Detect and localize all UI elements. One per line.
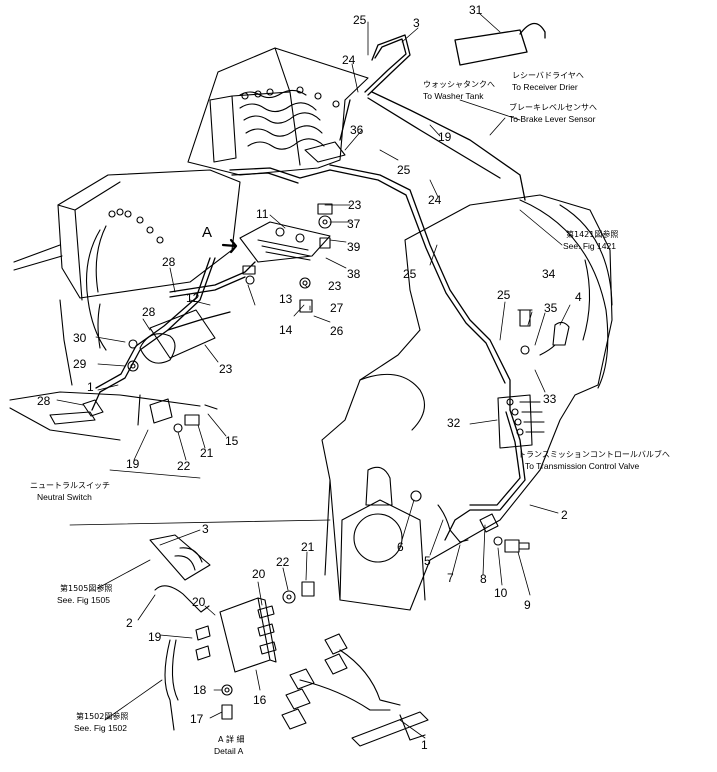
note-fig1505-en: See. Fig 1505 (57, 595, 110, 605)
callout-22: 22 (276, 555, 290, 569)
note-brake-en: To Brake Lever Sensor (509, 114, 596, 124)
callout-24: 24 (342, 53, 356, 67)
detail-a-caption-jp: A 詳 細 (218, 735, 245, 744)
callout-19: 19 (438, 130, 452, 144)
right-hardware (410, 309, 570, 553)
callout-28: 28 (162, 255, 176, 269)
note-fig1502-en: See. Fig 1502 (74, 723, 127, 733)
callout-27: 27 (330, 301, 344, 315)
callout-16: 16 (253, 693, 267, 707)
callout-21: 21 (301, 540, 315, 554)
callout-18: 18 (193, 683, 207, 697)
callout-25: 25 (403, 267, 417, 281)
neutral-switch-area (82, 309, 218, 433)
callout-25: 25 (397, 163, 411, 177)
callout-23: 23 (219, 362, 233, 376)
note-neutral-jp: ニュートラルスイッチ (30, 481, 110, 490)
callout-25: 25 (497, 288, 511, 302)
callout-35: 35 (544, 301, 558, 315)
callout-8: 8 (480, 572, 487, 586)
callout-17: 17 (190, 712, 204, 726)
note-receiver-en: To Receiver Drier (512, 82, 578, 92)
callout-37: 37 (347, 217, 361, 231)
note-washer-en: To Washer Tank (423, 91, 484, 101)
callout-12: 12 (186, 291, 200, 305)
note-receiver-jp: レシーバドライヤへ (512, 71, 584, 80)
callout-30: 30 (73, 331, 87, 345)
note-fig1421-en: See. Fig 1421 (563, 241, 616, 251)
callout-39: 39 (347, 240, 361, 254)
detail-a-caption-en: Detail A (214, 746, 244, 756)
callout-20: 20 (252, 567, 266, 581)
callout-26: 26 (330, 324, 344, 338)
callout-4: 4 (575, 290, 582, 304)
callout-34: 34 (542, 267, 556, 281)
note-brake-jp: ブレーキレベルセンサへ (509, 103, 597, 112)
callout-22: 22 (177, 459, 191, 473)
callout-21: 21 (200, 446, 214, 460)
callout-25: 25 (353, 13, 367, 27)
callout-3: 3 (413, 16, 420, 30)
callout-29: 29 (73, 357, 87, 371)
callout-A: A (202, 224, 213, 241)
callout-9: 9 (524, 598, 531, 612)
callout-6: 6 (397, 540, 404, 554)
detail-a (149, 534, 429, 747)
note-washer-jp: ウォッシャタンクへ (423, 80, 495, 89)
callout-2: 2 (126, 616, 133, 630)
transmission-case (321, 194, 613, 611)
callout-11: 11 (256, 207, 269, 221)
callout-14: 14 (279, 323, 293, 337)
callout-1: 1 (421, 738, 428, 752)
callout-19: 19 (126, 457, 140, 471)
callout-28: 28 (142, 305, 156, 319)
callout-28: 28 (37, 394, 51, 408)
note-neutral-en: Neutral Switch (37, 492, 92, 502)
note-fig1505-jp: 第1505図参照 (60, 584, 113, 593)
upper-control-box (187, 47, 369, 176)
harness-wires (91, 22, 546, 541)
callout-10: 10 (494, 586, 508, 600)
callout-1: 1 (87, 380, 94, 394)
callout-23: 23 (328, 279, 342, 293)
callout-7: 7 (447, 571, 454, 585)
callout-24: 24 (428, 193, 442, 207)
callout-23: 23 (348, 198, 362, 212)
callout-20: 20 (192, 595, 206, 609)
callout-31: 31 (469, 3, 483, 17)
callout-15: 15 (225, 434, 239, 448)
note-trans-en: To Transmission Control Valve (525, 461, 640, 471)
callout-33: 33 (543, 392, 557, 406)
callout-3: 3 (202, 522, 209, 536)
callout-19: 19 (148, 630, 162, 644)
leader-lines (56, 13, 571, 739)
note-trans-jp: トランスミッションコントロールバルブへ (518, 450, 670, 459)
callout-13: 13 (279, 292, 293, 306)
callout-5: 5 (424, 554, 431, 568)
clamp-assembly (221, 203, 333, 313)
callout-38: 38 (347, 267, 361, 281)
callout-32: 32 (447, 416, 461, 430)
note-fig1421-jp: 第1421図参照 (566, 230, 619, 239)
note-fig1502-jp: 第1502図参照 (76, 712, 129, 721)
callout-2: 2 (561, 508, 568, 522)
callout-36: 36 (350, 123, 364, 137)
